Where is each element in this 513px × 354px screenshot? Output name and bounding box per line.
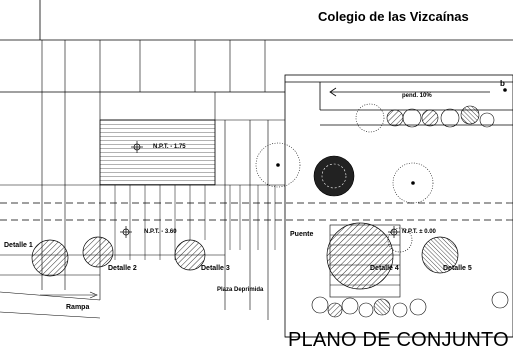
shrubs-bottom [311,291,509,318]
dashed-axes [0,202,513,221]
slope-label: pend. 10% [402,93,432,99]
trees [255,103,495,204]
level-label-middle: N.P.T. - 3.60 [144,229,177,235]
level-label-right: N.P.T. ± 0.00 [402,229,436,235]
plan-title: PLANO DE CONJUNTO [288,329,509,351]
detail-5-label: Detalle 5 [443,265,472,272]
sunken-plaza-label: Plaza Deprimida [217,287,264,293]
detail-3-label: Detalle 3 [201,265,230,272]
ramp-label: Rampa [66,304,90,311]
detail-2-label: Detalle 2 [108,265,137,272]
reference-point-marker [503,88,507,92]
slope-arrow [329,87,490,97]
stairs-middle [114,185,276,260]
institution-header: Colegio de las Vizcaínas [318,9,469,24]
level-markers [120,141,400,238]
reference-point-label: b [500,79,505,88]
hatched-planters [31,222,459,290]
stairs-upper [99,119,216,186]
bridge-label: Puente [290,231,314,238]
building-outlines [0,0,513,338]
detail-4-label: Detalle 4 [370,265,399,272]
central-stair-block [329,224,401,298]
level-label-upper: N.P.T. - 1.75 [153,144,186,150]
detail-1-label: Detalle 1 [4,242,33,249]
dark-tree [313,155,355,197]
ramp [0,291,101,319]
